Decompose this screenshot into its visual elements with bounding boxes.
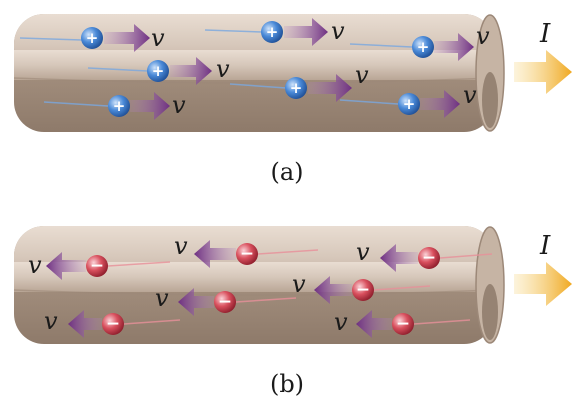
velocity-label: v bbox=[356, 238, 370, 266]
negative-charge bbox=[418, 247, 440, 269]
carrier-positive: + v bbox=[19, 24, 165, 52]
carrier-positive: + v bbox=[43, 91, 186, 120]
negative-charge bbox=[236, 243, 258, 265]
drift-arrow bbox=[130, 92, 170, 120]
charge-sign: + bbox=[403, 95, 416, 113]
charge-sign: + bbox=[152, 62, 165, 80]
charge-sign: − bbox=[240, 244, 254, 264]
charge-sign: − bbox=[422, 248, 436, 268]
charge-sign: − bbox=[106, 314, 120, 334]
drift-arrow bbox=[284, 18, 328, 46]
charge-sign: − bbox=[90, 256, 104, 276]
charge-sign: + bbox=[113, 97, 126, 115]
velocity-label: v bbox=[216, 55, 230, 83]
carrier-positive: + v bbox=[229, 61, 369, 102]
positive-charge bbox=[412, 36, 434, 58]
drift-arrow bbox=[420, 90, 460, 118]
drift-arrow bbox=[170, 57, 212, 85]
velocity-label: v bbox=[292, 270, 306, 298]
charge-sign: − bbox=[218, 292, 232, 312]
drift-arrow bbox=[104, 24, 150, 52]
carrier-positive: + v bbox=[87, 55, 230, 85]
caption-b: (b) bbox=[270, 370, 304, 398]
charge-sign: − bbox=[356, 280, 370, 300]
charge-sign: + bbox=[290, 79, 303, 97]
velocity-label: v bbox=[476, 22, 490, 50]
velocity-label: v bbox=[151, 24, 165, 52]
drift-arrow bbox=[194, 240, 236, 268]
carrier-negative: − v bbox=[334, 308, 471, 338]
carrier-negative: − v bbox=[356, 238, 493, 272]
negative-charge bbox=[392, 313, 414, 335]
velocity-label: v bbox=[44, 307, 58, 335]
drift-arrow bbox=[46, 252, 86, 280]
drift-arrow bbox=[178, 288, 214, 316]
panel-b: − v − v − v bbox=[13, 226, 572, 398]
carrier-negative: − v bbox=[44, 307, 181, 338]
charge-sign: − bbox=[396, 314, 410, 334]
carriers-b: − v − v − v bbox=[28, 232, 493, 338]
current-label: I bbox=[539, 231, 551, 261]
wire-b bbox=[13, 226, 505, 344]
negative-charge bbox=[352, 279, 374, 301]
drift-arrow bbox=[314, 276, 352, 304]
carrier-negative: − v bbox=[155, 284, 297, 316]
positive-charge bbox=[261, 21, 283, 43]
velocity-label: v bbox=[334, 308, 348, 336]
positive-charge bbox=[285, 77, 307, 99]
velocity-label: v bbox=[155, 284, 169, 312]
carrier-positive: + v bbox=[339, 81, 477, 118]
velocity-label: v bbox=[463, 81, 477, 109]
carrier-negative: − v bbox=[28, 251, 171, 280]
negative-charge bbox=[214, 291, 236, 313]
positive-charge bbox=[398, 93, 420, 115]
carrier-negative: − v bbox=[174, 232, 319, 268]
carriers-a: + v + v + v bbox=[19, 17, 490, 120]
drift-arrow bbox=[308, 74, 352, 102]
drift-arrow bbox=[380, 244, 418, 272]
carrier-positive: + v bbox=[204, 17, 345, 46]
positive-charge bbox=[108, 95, 130, 117]
current-arrow-a: I bbox=[514, 19, 572, 94]
charge-sign: + bbox=[86, 29, 99, 47]
drift-arrow bbox=[356, 310, 392, 338]
positive-charge bbox=[81, 27, 103, 49]
drift-arrow bbox=[68, 310, 102, 338]
panel-a: + v + v + v bbox=[13, 14, 572, 186]
carrier-negative: − v bbox=[292, 270, 431, 304]
velocity-label: v bbox=[355, 61, 369, 89]
positive-charge bbox=[147, 60, 169, 82]
carrier-positive: + v bbox=[349, 22, 490, 61]
drift-arrow bbox=[434, 33, 474, 61]
velocity-label: v bbox=[174, 232, 188, 260]
current-label: I bbox=[539, 19, 551, 49]
negative-charge bbox=[102, 313, 124, 335]
charge-sign: + bbox=[417, 38, 430, 56]
velocity-label: v bbox=[172, 91, 186, 119]
velocity-label: v bbox=[331, 17, 345, 45]
negative-charge bbox=[86, 255, 108, 277]
caption-a: (a) bbox=[270, 158, 303, 186]
charge-sign: + bbox=[266, 23, 279, 41]
velocity-label: v bbox=[28, 251, 42, 279]
current-arrow-b: I bbox=[514, 231, 572, 306]
